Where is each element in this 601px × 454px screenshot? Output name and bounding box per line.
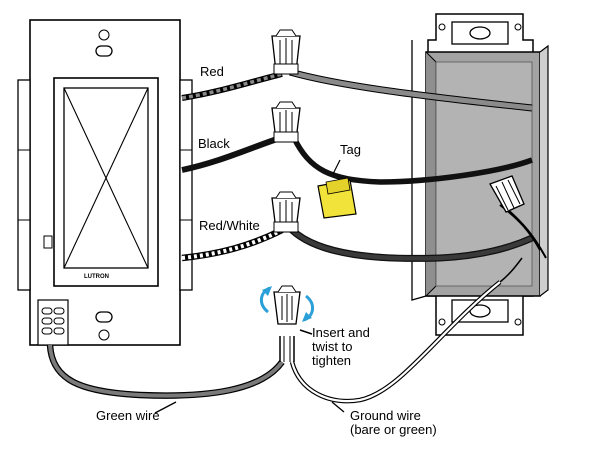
rotate-arrow-icon bbox=[260, 286, 314, 322]
label-black: Black bbox=[198, 136, 230, 151]
label-ground-wire-line2: (bare or green) bbox=[350, 422, 437, 437]
wire-nut-icon bbox=[271, 101, 301, 143]
brand-logo: LUTRON bbox=[84, 274, 109, 280]
wire-nut-icon bbox=[489, 175, 525, 213]
label-insert-line2: twist to bbox=[312, 339, 352, 354]
label-insert-line1: Insert and bbox=[312, 325, 370, 340]
ground-wire bbox=[289, 257, 523, 404]
wire-nut-icon bbox=[273, 285, 301, 362]
red-wire bbox=[181, 68, 533, 112]
red-white-wire bbox=[181, 227, 534, 262]
black-wire bbox=[181, 135, 533, 185]
dimmer-switch: LUTRON bbox=[17, 19, 193, 346]
wire-nut-icon bbox=[271, 191, 301, 233]
label-ground-wire-line1: Ground wire bbox=[350, 408, 421, 423]
wire-nut-icon bbox=[271, 29, 301, 75]
label-tag: Tag bbox=[340, 142, 361, 157]
green-wire bbox=[46, 344, 285, 399]
tag-icon bbox=[317, 159, 357, 219]
label-insert-line3: tighten bbox=[312, 353, 351, 368]
label-red-white: Red/White bbox=[199, 218, 260, 233]
label-green-wire: Green wire bbox=[96, 408, 160, 423]
label-red: Red bbox=[200, 64, 224, 79]
